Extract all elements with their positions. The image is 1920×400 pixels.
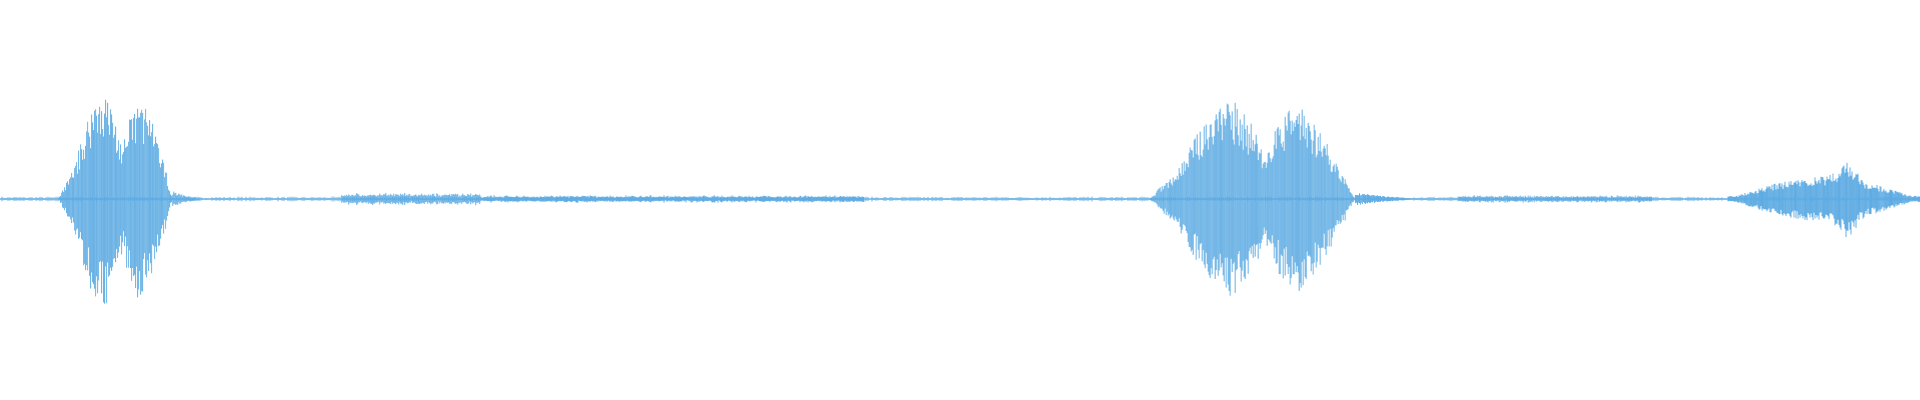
waveform-peaks <box>0 99 1920 304</box>
